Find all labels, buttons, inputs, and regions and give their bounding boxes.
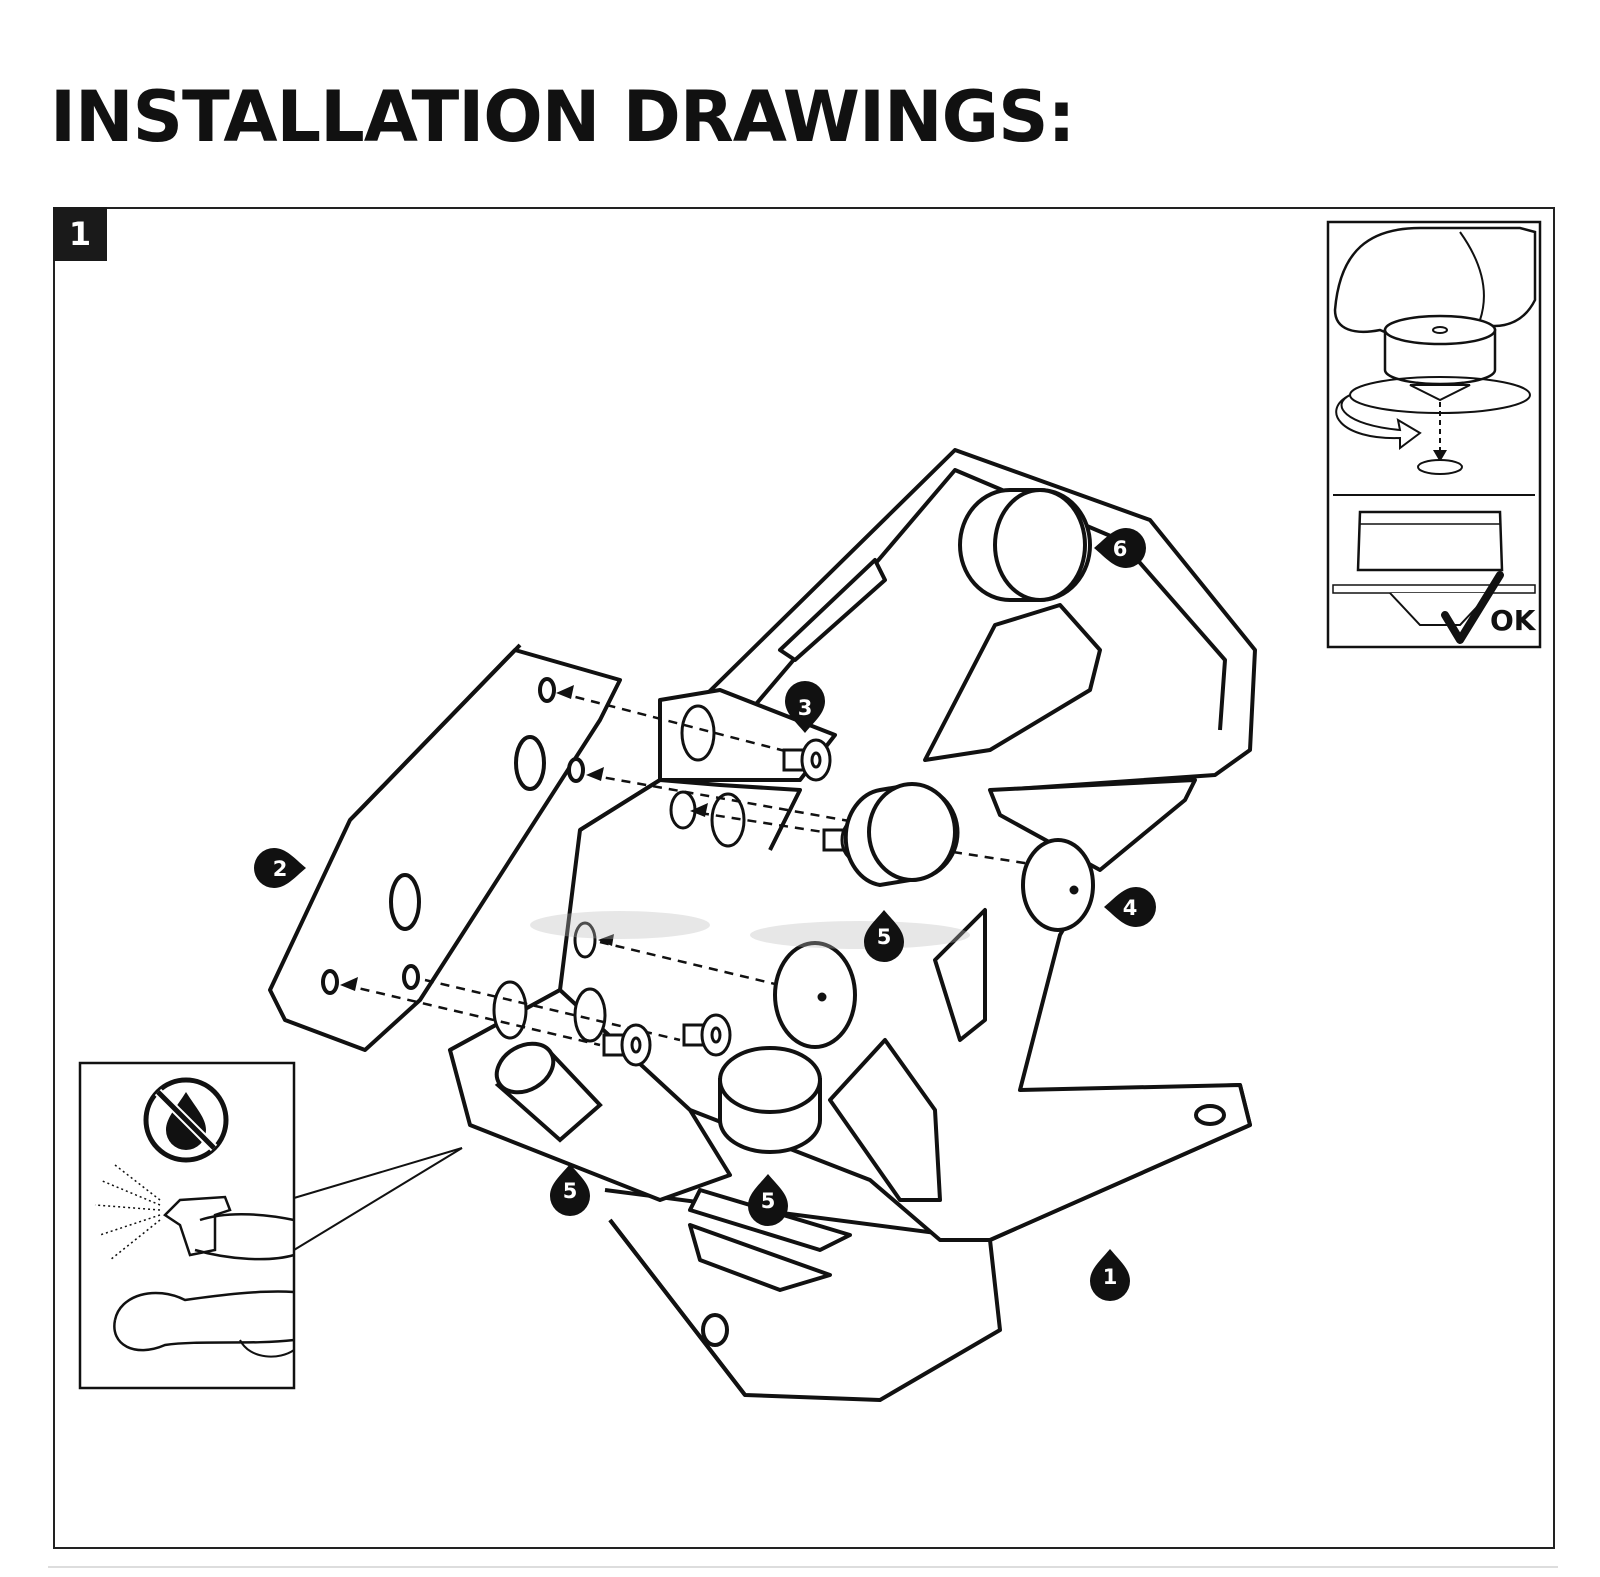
svg-text:4: 4 [1123,896,1138,920]
side-plate [268,643,622,1052]
page-title: INSTALLATION DRAWINGS: [50,76,1075,158]
svg-text:3: 3 [798,696,813,720]
step-frame [53,207,1555,1549]
callout-5c: 5 [748,1174,788,1226]
callout-5b: 5 [550,1164,590,1216]
no-oil-icon [143,1077,229,1163]
callout-2: 2 [254,848,306,888]
svg-text:6: 6 [1113,537,1128,561]
inset-damper-install: OK [1326,220,1542,649]
svg-text:2: 2 [273,857,288,881]
rubber-dampers [494,488,1095,1154]
callout-5a: 5 [864,910,904,962]
svg-text:5: 5 [761,1189,776,1213]
callout-1: 1 [1090,1249,1130,1301]
svg-text:1: 1 [1103,1265,1118,1289]
callout-3: 3 [785,681,825,733]
step-number-badge: 1 [53,207,107,261]
assembly-arrows [340,685,708,991]
svg-text:5: 5 [877,925,892,949]
svg-text:5: 5 [563,1179,578,1203]
callout-6: 6 [1094,528,1146,568]
watermark-blur [530,911,970,949]
ok-label: OK [1490,604,1537,637]
callout-4: 4 [1104,887,1156,927]
bracket-holes [492,704,746,1043]
bottom-rule [48,1566,1558,1568]
inset-cleaning [78,1061,463,1390]
